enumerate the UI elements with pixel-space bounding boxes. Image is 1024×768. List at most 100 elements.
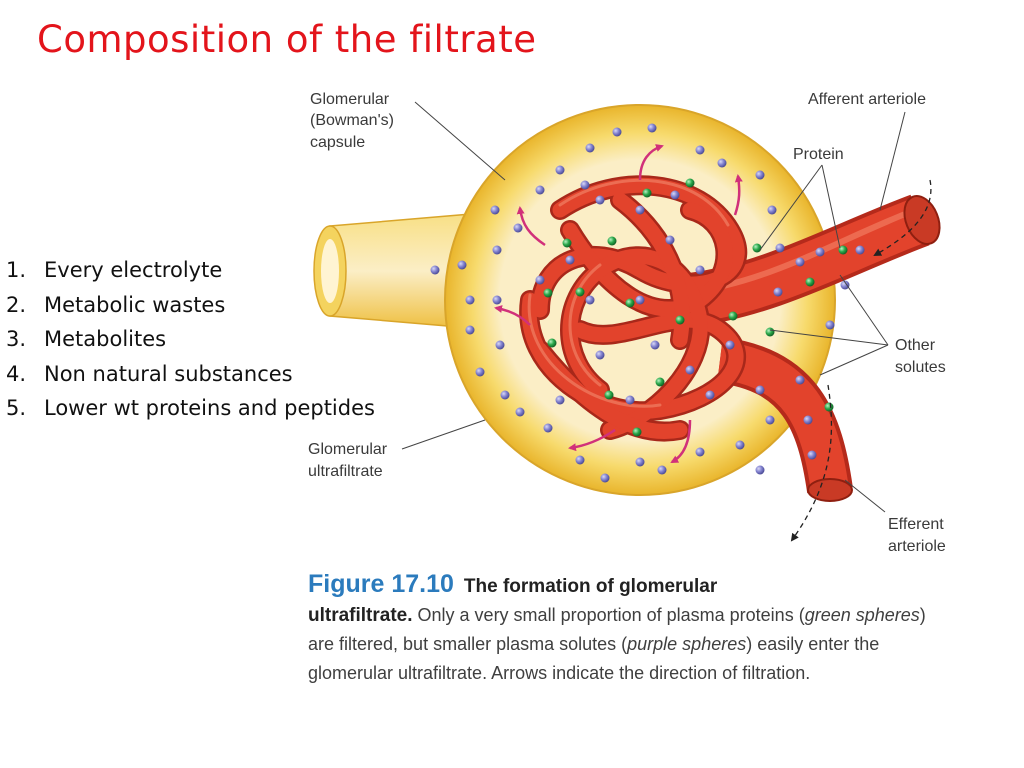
- solute-sphere: [695, 265, 705, 275]
- filtration-arrow: [638, 144, 664, 181]
- solute-sphere: [513, 223, 523, 233]
- solute-sphere: [840, 280, 850, 290]
- svg-text:ultrafiltrate: ultrafiltrate: [308, 463, 383, 480]
- svg-text:(Bowman's): (Bowman's): [310, 112, 394, 129]
- figure-caption: Figure 17.10 The formation of glomerular…: [308, 570, 948, 688]
- solute-sphere: [500, 390, 510, 400]
- figure-title-cont: ultrafiltrate.: [308, 605, 413, 626]
- protein-sphere: [642, 188, 652, 198]
- protein-sphere: [562, 238, 572, 248]
- svg-text:Glomerular: Glomerular: [308, 441, 388, 458]
- solute-sphere: [670, 190, 680, 200]
- solute-sphere: [650, 340, 660, 350]
- solute-sphere: [647, 123, 657, 133]
- list-item-text: Metabolites: [44, 327, 167, 351]
- blood-flow-arrow-out: [790, 384, 833, 542]
- protein-sphere: [838, 245, 848, 255]
- solute-sphere: [555, 395, 565, 405]
- list-item-number: 3.: [6, 327, 27, 351]
- solute-sphere: [665, 235, 675, 245]
- protein-sphere: [752, 243, 762, 253]
- label-afferent-arteriole: Afferent arteriole: [808, 91, 926, 108]
- protein-sphere: [824, 402, 834, 412]
- solute-sphere: [490, 205, 500, 215]
- svg-text:arteriole: arteriole: [888, 538, 946, 555]
- list-item: 3. Metabolites: [6, 322, 375, 357]
- protein-sphere: [765, 327, 775, 337]
- solute-sphere: [755, 465, 765, 475]
- list-item-text: Non natural substances: [44, 361, 293, 386]
- solute-sphere: [773, 287, 783, 297]
- label-other-solutes: Other solutes: [895, 337, 946, 376]
- svg-text:Efferent: Efferent: [888, 516, 944, 533]
- caption-italic: green spheres: [804, 605, 920, 625]
- protein-sphere: [675, 315, 685, 325]
- protein-sphere: [607, 236, 617, 246]
- slide-title: Composition of the filtrate: [37, 18, 537, 61]
- solute-sphere: [465, 325, 475, 335]
- svg-text:solutes: solutes: [895, 359, 946, 376]
- figure-number: Figure 17.10: [308, 570, 454, 598]
- list-item-number: 4.: [6, 361, 27, 386]
- protein-sphere: [655, 377, 665, 387]
- solute-sphere: [815, 247, 825, 257]
- protein-sphere: [805, 277, 815, 287]
- composition-list: 1. Every electrolyte 2. Metabolic wastes 3…: [6, 253, 375, 426]
- solute-sphere: [825, 320, 835, 330]
- efferent-arteriole: [716, 337, 853, 502]
- caption-italic: purple spheres: [627, 634, 747, 654]
- filtration-arrows: [494, 144, 743, 464]
- filtration-arrow: [516, 206, 546, 247]
- filtration-arrow: [733, 174, 743, 216]
- protein-sphere: [728, 311, 738, 321]
- filtration-arrow: [670, 419, 692, 464]
- protein-sphere: [547, 338, 557, 348]
- solute-sphere: [595, 195, 605, 205]
- blood-flow-arrow-in: [873, 179, 932, 256]
- solute-sphere: [600, 473, 610, 483]
- solute-sphere: [575, 455, 585, 465]
- caption-text: ) easily enter the glomerular ultrafiltr…: [308, 634, 880, 683]
- solute-sphere: [755, 385, 765, 395]
- protein-sphere: [632, 427, 642, 437]
- list-item-text: Lower wt proteins and peptides: [44, 396, 375, 420]
- list-item-number: 2.: [6, 292, 27, 317]
- solute-sphere: [635, 457, 645, 467]
- solute-sphere: [695, 145, 705, 155]
- solute-sphere: [492, 295, 502, 305]
- solute-sphere: [595, 350, 605, 360]
- solute-sphere: [795, 375, 805, 385]
- list-item: 4. Non natural substances: [6, 357, 375, 392]
- solute-sphere: [807, 450, 817, 460]
- solute-sphere: [430, 265, 440, 275]
- solute-sphere: [717, 158, 727, 168]
- caption-text: Only a very small proportion of plasma p…: [412, 605, 805, 625]
- label-protein: Protein: [793, 146, 844, 163]
- list-item: 5. Lower wt proteins and peptides: [6, 391, 375, 426]
- solute-sphere: [535, 275, 545, 285]
- list-item-text: Metabolic wastes: [44, 292, 226, 317]
- blood-flow-arrows: [790, 179, 932, 542]
- list-item-text: Every electrolyte: [44, 258, 223, 282]
- caption-text: ) are filtered, but smaller plasma solut…: [308, 605, 926, 654]
- solute-sphere: [765, 415, 775, 425]
- solute-sphere: [492, 245, 502, 255]
- svg-text:Other: Other: [895, 337, 936, 354]
- solute-sphere: [612, 127, 622, 137]
- solute-sphere: [855, 245, 865, 255]
- protein-sphere: [604, 390, 614, 400]
- list-item-number: 1.: [6, 258, 27, 282]
- solute-sphere: [543, 423, 553, 433]
- protein-sphere: [543, 288, 553, 298]
- list-item-number: 5.: [6, 396, 27, 420]
- solute-sphere: [585, 143, 595, 153]
- list-item: 1. Every electrolyte: [6, 253, 375, 288]
- solute-sphere: [755, 170, 765, 180]
- figure-title: The formation of glomerular: [463, 576, 718, 597]
- protein-sphere: [625, 298, 635, 308]
- label-capsule: Glomerular (Bowman's) capsule: [310, 91, 394, 151]
- solute-sphere: [803, 415, 813, 425]
- protein-sphere: [575, 287, 585, 297]
- solute-sphere: [795, 257, 805, 267]
- solute-sphere: [635, 295, 645, 305]
